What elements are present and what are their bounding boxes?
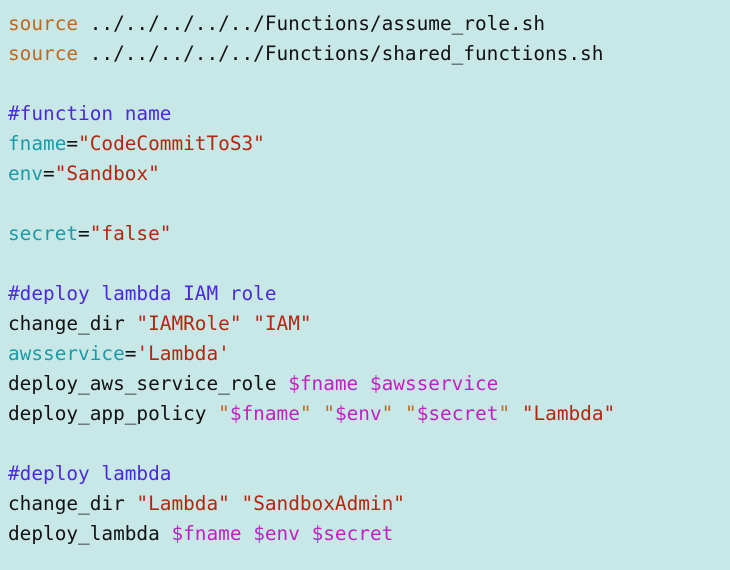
string-token: "Lambda" <box>136 492 230 515</box>
comment-token: #function name <box>8 102 172 125</box>
variable-reference-token: $secret <box>416 402 499 425</box>
code-line: fname="CodeCommitToS3" <box>8 129 615 159</box>
code-line: change_dir "IAMRole" "IAM" <box>8 309 615 339</box>
code-token: = <box>43 162 55 185</box>
variable-token: fname <box>8 132 67 155</box>
string-token: "IAM" <box>253 312 312 335</box>
quote-token: " <box>381 402 394 425</box>
variable-reference-token: $env <box>253 522 300 545</box>
code-line: #function name <box>8 99 615 129</box>
code-line: deploy_aws_service_role $fname $awsservi… <box>8 369 615 399</box>
code-token <box>510 402 522 425</box>
code-token: = <box>78 222 90 245</box>
code-token: = <box>124 342 137 365</box>
string-token: "Sandbox" <box>54 162 160 185</box>
code-line: deploy_lambda $fname $env $secret <box>8 519 615 549</box>
code-line <box>8 189 615 219</box>
code-line: deploy_app_policy "$fname" "$env" "$secr… <box>8 399 615 429</box>
code-editor[interactable]: ##################################### sou… <box>8 0 615 549</box>
quote-token: " <box>405 402 417 425</box>
code-token <box>358 372 370 395</box>
code-token: ../../../../../Functions/shared_function… <box>78 42 604 65</box>
comment-token: #deploy lambda IAM role <box>8 282 277 305</box>
keyword-token: source <box>8 42 79 65</box>
code-token <box>393 402 405 425</box>
variable-token: awsservice <box>8 342 125 365</box>
keyword-token: source <box>8 12 79 35</box>
string-token: "IAMRole" <box>136 312 242 335</box>
code-line: change_dir "Lambda" "SandboxAdmin" <box>8 489 615 519</box>
code-line: #deploy lambda <box>8 459 615 489</box>
code-token <box>300 522 312 545</box>
code-token: change_dir <box>8 492 137 515</box>
code-token: deploy_app_policy <box>8 402 219 425</box>
quote-token: " <box>218 402 230 425</box>
variable-reference-token: $env <box>334 402 382 425</box>
code-line: #deploy lambda IAM role <box>8 279 615 309</box>
quote-token: " <box>323 402 335 425</box>
code-line <box>8 429 615 459</box>
comment-token: #deploy lambda <box>8 462 172 485</box>
string-token: "false" <box>89 222 172 245</box>
code-line: awsservice='Lambda' <box>8 339 615 369</box>
code-line: env="Sandbox" <box>8 159 615 189</box>
variable-reference-token: $awsservice <box>369 372 499 395</box>
comment-token: ##################################### <box>8 0 440 5</box>
code-token <box>230 492 242 515</box>
variable-reference-token: $fname <box>171 522 242 545</box>
code-token: ../../../../../Functions/assume_role.sh <box>78 12 546 35</box>
string-token: "SandboxAdmin" <box>241 492 405 515</box>
code-token: = <box>66 132 79 155</box>
code-token <box>312 402 324 425</box>
code-line: secret="false" <box>8 219 615 249</box>
variable-reference-token: $secret <box>311 522 394 545</box>
variable-token: secret <box>8 222 79 245</box>
code-line: source ../../../../../Functions/assume_r… <box>8 9 615 39</box>
code-token: change_dir <box>8 312 137 335</box>
code-line: ##################################### <box>8 0 615 9</box>
code-line <box>8 69 615 99</box>
code-line <box>8 249 615 279</box>
code-line: source ../../../../../Functions/shared_f… <box>8 39 615 69</box>
quote-token: " <box>299 402 312 425</box>
code-token <box>242 312 254 335</box>
quote-token: " <box>498 402 511 425</box>
string-token: "CodeCommitToS3" <box>78 132 265 155</box>
string-token: 'Lambda' <box>136 342 230 365</box>
code-token: deploy_lambda <box>8 522 172 545</box>
variable-reference-token: $fname <box>288 372 359 395</box>
string-token: "Lambda" <box>521 402 616 425</box>
variable-reference-token: $fname <box>229 402 300 425</box>
code-token: deploy_aws_service_role <box>8 372 289 395</box>
code-token <box>242 522 254 545</box>
variable-token: env <box>8 162 44 185</box>
